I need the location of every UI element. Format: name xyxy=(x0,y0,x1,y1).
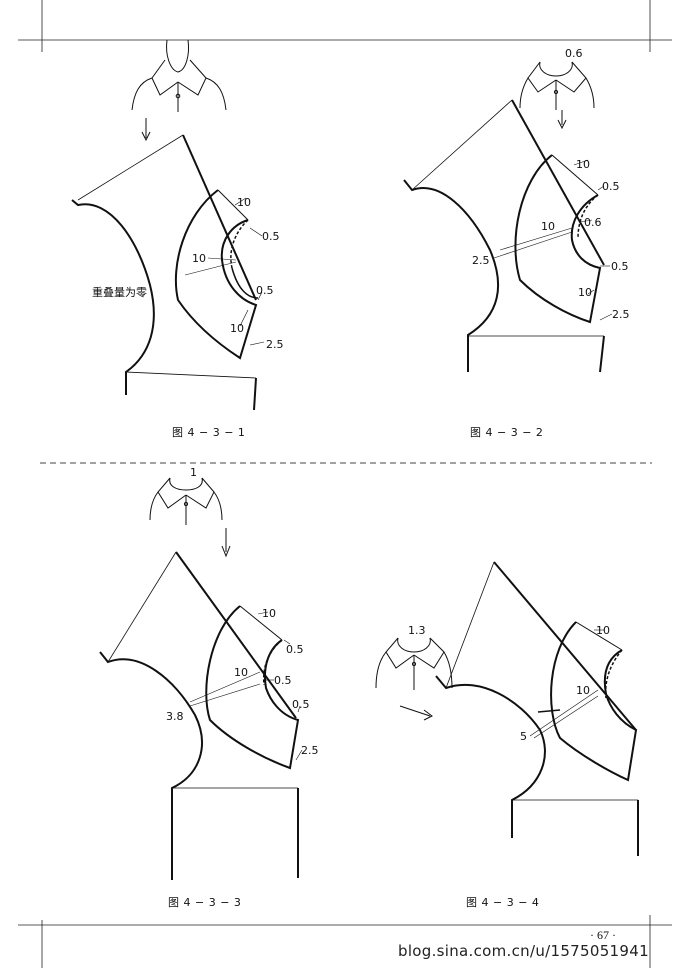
watermark: blog.sina.com.cn/u/1575051941 xyxy=(398,942,649,960)
fig2-label-0.6: 0.6 xyxy=(584,216,602,229)
fig1-note-zero-overlap: 重叠量为零 xyxy=(92,286,147,299)
fig2-collar-value: 0.6 xyxy=(565,47,583,60)
fig3-caption: 图 4 − 3 − 3 xyxy=(168,896,242,909)
fig3-label-10-mid: 10 xyxy=(234,666,248,679)
fig2-caption: 图 4 − 3 − 2 xyxy=(470,426,544,439)
fig1-label-10-top: 10 xyxy=(237,196,251,209)
figure-4-3-4 xyxy=(375,561,639,856)
fig3-label-10-top: 10 xyxy=(262,607,276,620)
fig4-collar-value: 1.3 xyxy=(408,624,426,637)
fig3-label-2.5: 2.5 xyxy=(301,744,319,757)
fig4-label-10-top: 10 xyxy=(596,624,610,637)
fig4-label-10-mid: 10 xyxy=(576,684,590,697)
fig2-label-10-mid: 10 xyxy=(541,220,555,233)
figure-4-3-1 xyxy=(71,39,265,411)
right-arrow-4 xyxy=(399,705,433,721)
fig2-label-2.5-mid: 2.5 xyxy=(472,254,490,267)
down-arrow-2 xyxy=(557,110,567,130)
fig1-label-0.5-top: 0.5 xyxy=(262,230,280,243)
fig1-label-2.5: 2.5 xyxy=(266,338,284,351)
fig3-collar-value: 1 xyxy=(190,466,197,479)
figure-4-3-3 xyxy=(99,477,303,880)
down-arrow-1 xyxy=(141,118,151,142)
fig2-label-0.5-bottom: 0.5 xyxy=(611,260,629,273)
fig2-label-0.5-top: 0.5 xyxy=(602,180,620,193)
fig1-caption: 图 4 − 3 − 1 xyxy=(172,426,246,439)
fig1-label-10-mid: 10 xyxy=(192,252,206,265)
fig3-label-0.5-bottom: 0.5 xyxy=(292,698,310,711)
fig3-label-3.8: 3.8 xyxy=(166,710,184,723)
fig2-label-10-top: 10 xyxy=(576,158,590,171)
fig3-label-0.5-top: 0.5 xyxy=(286,643,304,656)
fig2-label-10-bottom: 10 xyxy=(578,286,592,299)
fig1-label-0.5-bottom: 0.5 xyxy=(256,284,274,297)
collar-sketch-2 xyxy=(519,61,595,110)
collar-sketch-3 xyxy=(149,477,223,525)
page-frame xyxy=(18,0,672,968)
collar-sketch-1 xyxy=(131,39,227,112)
figure-4-3-2 xyxy=(403,61,613,373)
fig3-label-0.5-mid: 0.5 xyxy=(274,674,292,687)
down-arrow-3 xyxy=(221,528,231,558)
page-number: · 67 · xyxy=(590,928,616,942)
fig1-label-10-bottom: 10 xyxy=(230,322,244,335)
fig2-label-2.5-bottom: 2.5 xyxy=(612,308,630,321)
collar-sketch-4 xyxy=(375,637,453,690)
fig4-caption: 图 4 − 3 − 4 xyxy=(466,896,540,909)
fig4-label-5: 5 xyxy=(520,730,527,743)
